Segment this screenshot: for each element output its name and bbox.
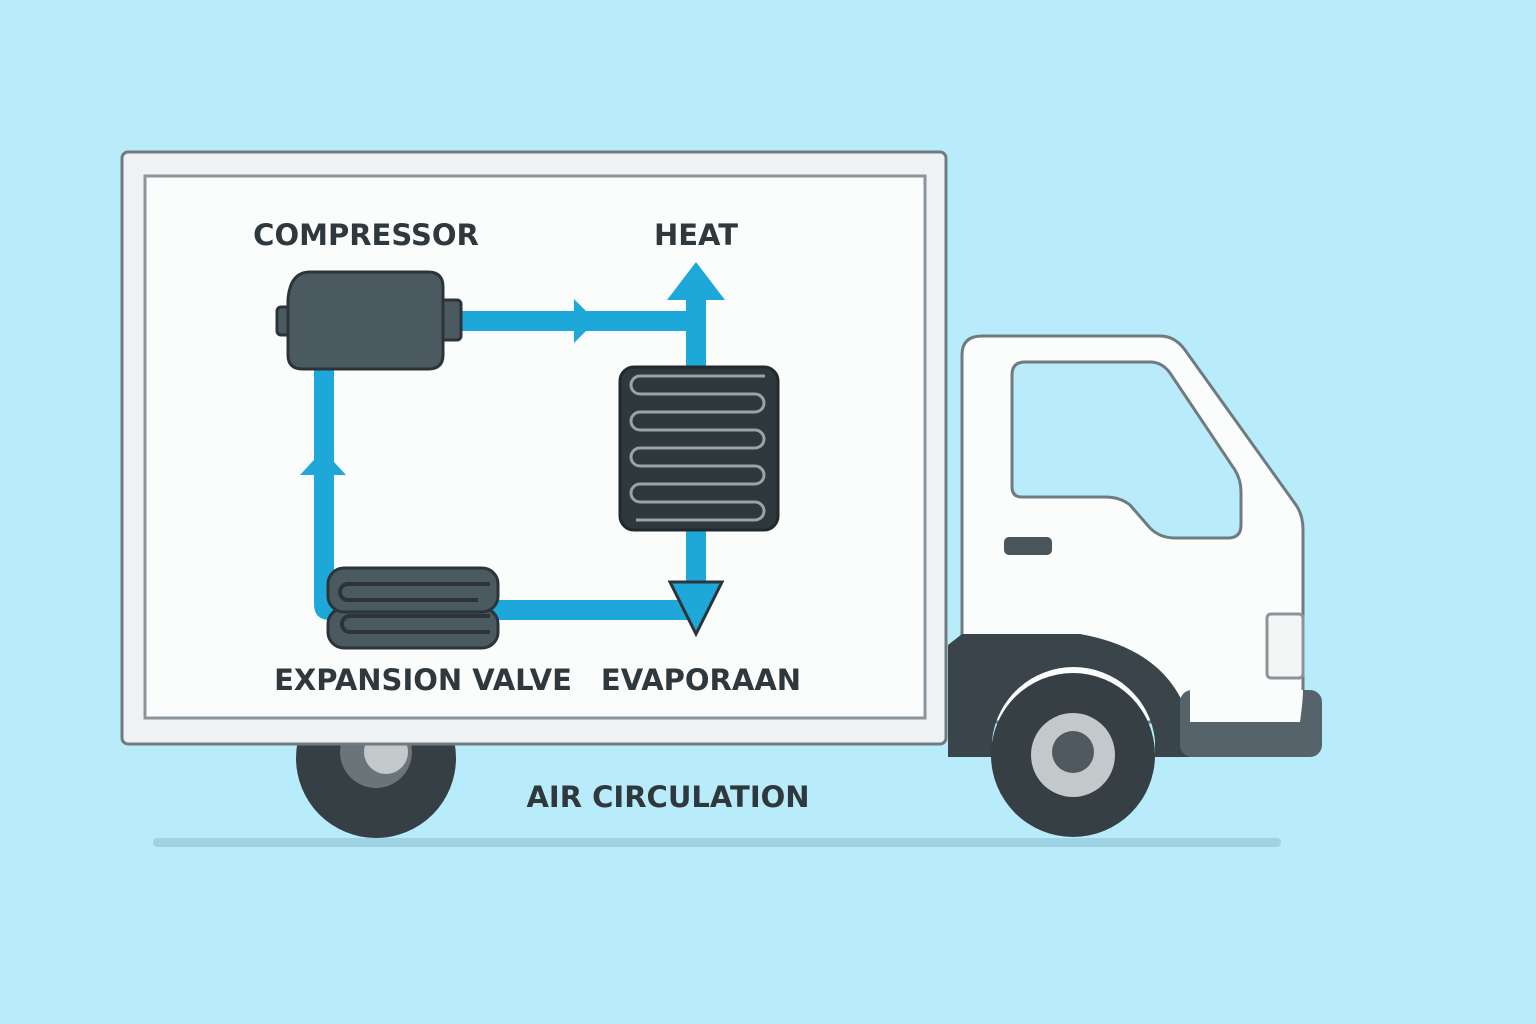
truck-cab xyxy=(948,334,1322,757)
heat-arrow-up-icon xyxy=(667,262,725,300)
lower-body xyxy=(948,634,1190,757)
front-wheel xyxy=(991,673,1155,837)
heat-label: HEAT xyxy=(654,218,738,252)
evaporator-coil-icon xyxy=(618,365,780,532)
flow-arrow-right-icon xyxy=(574,299,596,343)
compressor-icon xyxy=(275,270,463,371)
door-handle xyxy=(1004,537,1052,555)
expansion-valve-icon xyxy=(326,566,500,650)
flow-arrow-up-icon xyxy=(300,450,346,475)
flow-arrow-down-icon xyxy=(667,580,725,638)
ground-line xyxy=(153,838,1281,847)
cargo-panel xyxy=(143,174,927,720)
cab-window xyxy=(1010,360,1243,540)
headlight xyxy=(1265,612,1305,680)
evaporator-label: EVAPORAAN xyxy=(601,663,801,697)
compressor-label: COMPRESSOR xyxy=(253,218,479,252)
expansion-valve-label: EXPANSION VALVE xyxy=(274,663,572,697)
air-circulation-label: AIR CIRCULATION xyxy=(526,780,809,814)
